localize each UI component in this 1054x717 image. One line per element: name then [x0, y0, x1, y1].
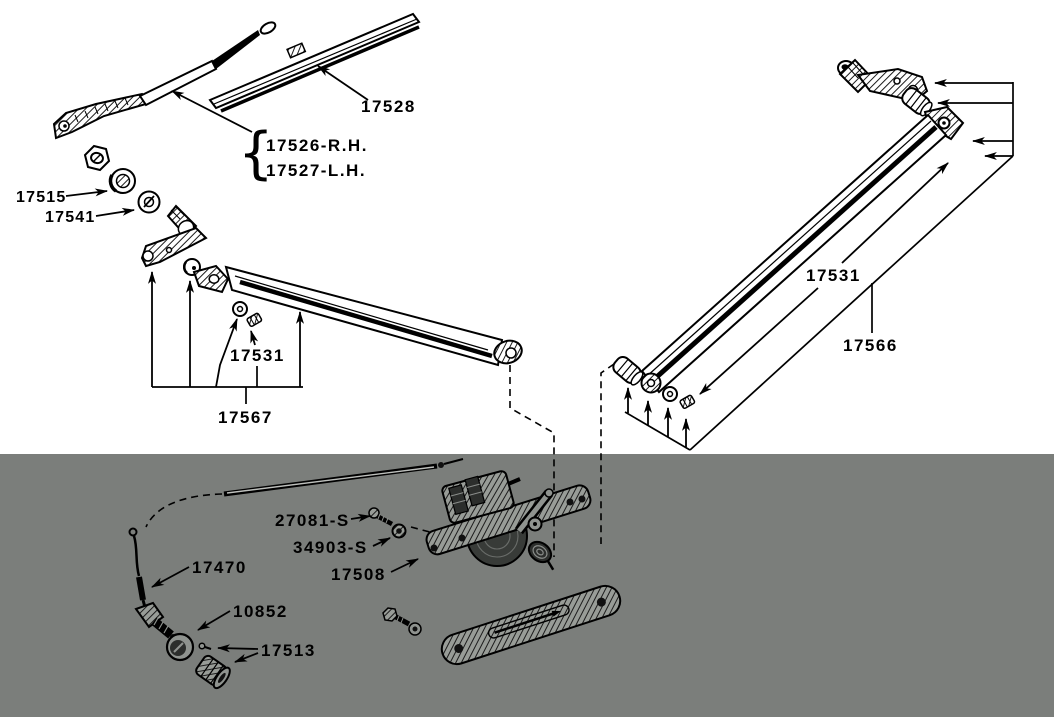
- label-control-cable: 17470: [192, 558, 247, 577]
- wiper-motor-assembly: [425, 470, 592, 567]
- drive-cable: [223, 458, 464, 497]
- right-link-lower-bushing: [612, 355, 644, 386]
- right-pivot-bushing: [901, 87, 933, 117]
- cover-plate: [440, 584, 622, 666]
- right-link-lower-eye: [640, 372, 662, 394]
- knob-pointer: [233, 652, 259, 663]
- knob-screw: [198, 642, 212, 650]
- mount-washer: [391, 523, 407, 539]
- left-pivot-shaft-and-crank: [140, 204, 208, 276]
- motor-solenoid-box: [441, 470, 515, 524]
- motor-pointer: [390, 558, 419, 573]
- label-link-clip-right: 17531: [806, 266, 861, 285]
- label-motor-washer: 34903-S: [293, 538, 368, 557]
- label-wiper-blade: 17528: [361, 97, 416, 116]
- label-motor-screw: 27081-S: [275, 511, 350, 530]
- brace-glyph: {: [238, 121, 274, 186]
- blade-pointer: [317, 65, 369, 101]
- left-assembly-bracket: [147, 270, 305, 404]
- cowl-zone-band: [0, 454, 1054, 717]
- control-knob: [195, 654, 231, 690]
- screw-pointer: [350, 513, 372, 522]
- pivot-bushing: [108, 168, 136, 194]
- label-control-knob: 17513: [261, 641, 316, 660]
- knob-screw-pointer: [216, 644, 259, 653]
- control-cable: [128, 527, 176, 640]
- label-link-clip-left: 17531: [230, 346, 285, 365]
- nut-pointer: [65, 188, 109, 197]
- label-arm-rh: 17526-R.H.: [266, 136, 368, 155]
- label-pivot-nut: 17515: [16, 189, 67, 206]
- pivot-spacer-washer: [137, 190, 161, 214]
- right-assembly-bracket: [623, 78, 1014, 451]
- right-clip-pointers: [699, 162, 949, 395]
- right-link-clip: [679, 394, 696, 409]
- right-link-rod: [640, 105, 965, 394]
- motor-grommet-screw: [527, 540, 555, 571]
- wiper-arm: [52, 21, 277, 140]
- spacer-pointer: [95, 207, 136, 217]
- label-wiper-motor: 17508: [331, 565, 386, 584]
- label-link-assembly-right: 17566: [843, 336, 898, 355]
- left-link-clip: [246, 312, 263, 327]
- right-link-washer: [662, 386, 678, 402]
- pivot-nut: [83, 144, 111, 172]
- mount-screw: [368, 507, 394, 526]
- left-link-washer: [232, 301, 248, 317]
- grommet-pointer: [197, 610, 231, 631]
- grommet: [165, 632, 195, 662]
- label-grommet: 10852: [233, 602, 288, 621]
- label-arm-lh: 17527-L.H.: [266, 161, 366, 180]
- arm-pointer: [171, 90, 253, 133]
- left-link-rod: [192, 264, 523, 367]
- washer-pointer: [372, 537, 391, 547]
- cable-pointer: [151, 566, 190, 588]
- label-link-assembly-left: 17567: [218, 408, 273, 427]
- label-pivot-spacer: 17541: [45, 209, 96, 226]
- cover-plate-bolt: [382, 607, 422, 636]
